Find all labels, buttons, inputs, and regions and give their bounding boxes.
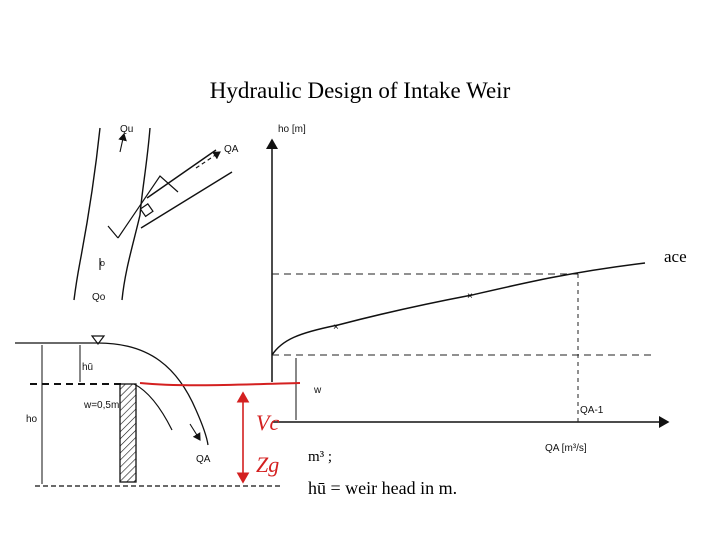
x-axis-label: QA [m³/s] [545, 443, 587, 454]
label-w: w [313, 385, 322, 396]
nappe-upper [97, 342, 209, 446]
rating-curve [271, 262, 646, 356]
intake-gate [139, 203, 154, 218]
weir-wall [119, 383, 137, 483]
section-line [107, 175, 179, 239]
flow-arrow-intake [195, 151, 221, 169]
flow-arrow-down [189, 423, 201, 441]
occluded-text-right: ace [664, 247, 687, 266]
y-axis-label: ho [m] [278, 124, 306, 135]
red-water-line [139, 382, 301, 387]
label-qa1: QA-1 [580, 405, 604, 416]
caption-line: hū = weir head in m. [308, 478, 457, 498]
label-o: o [100, 258, 105, 268]
label-ho: ho [26, 414, 38, 425]
label-weir-height: w=0,5m [83, 400, 119, 411]
nappe-lower [133, 383, 173, 431]
plan-sketch: Qu QA Qo o [73, 124, 239, 303]
intake-channel-lower [140, 171, 233, 229]
label-qo: Qo [92, 292, 106, 303]
weir-section: hū ho w=0,5m QA [15, 335, 280, 487]
handwritten-annotations: Vc Zg [139, 382, 301, 484]
label-qu: Qu [120, 124, 133, 135]
red-label-vc: Vc [256, 410, 279, 435]
occluded-text-top: m³ ; [308, 449, 332, 465]
red-label-zg: Zg [256, 452, 279, 477]
curve-marker-2: × [467, 291, 473, 302]
river-bank-left [73, 127, 101, 301]
rating-curve-plot: × × ho [m] QA [m³/s] w QA-1 [266, 124, 670, 454]
label-hu: hū [82, 362, 93, 373]
curve-marker-1: × [333, 322, 339, 333]
water-level-symbol [90, 335, 106, 345]
intake-channel-upper [146, 149, 217, 199]
slide-title: Hydraulic Design of Intake Weir [209, 78, 511, 103]
flow-arrow-upstream [118, 132, 127, 153]
label-qa-plan: QA [224, 144, 239, 155]
river-bank-right [121, 127, 151, 301]
label-qa-section: QA [196, 454, 211, 465]
